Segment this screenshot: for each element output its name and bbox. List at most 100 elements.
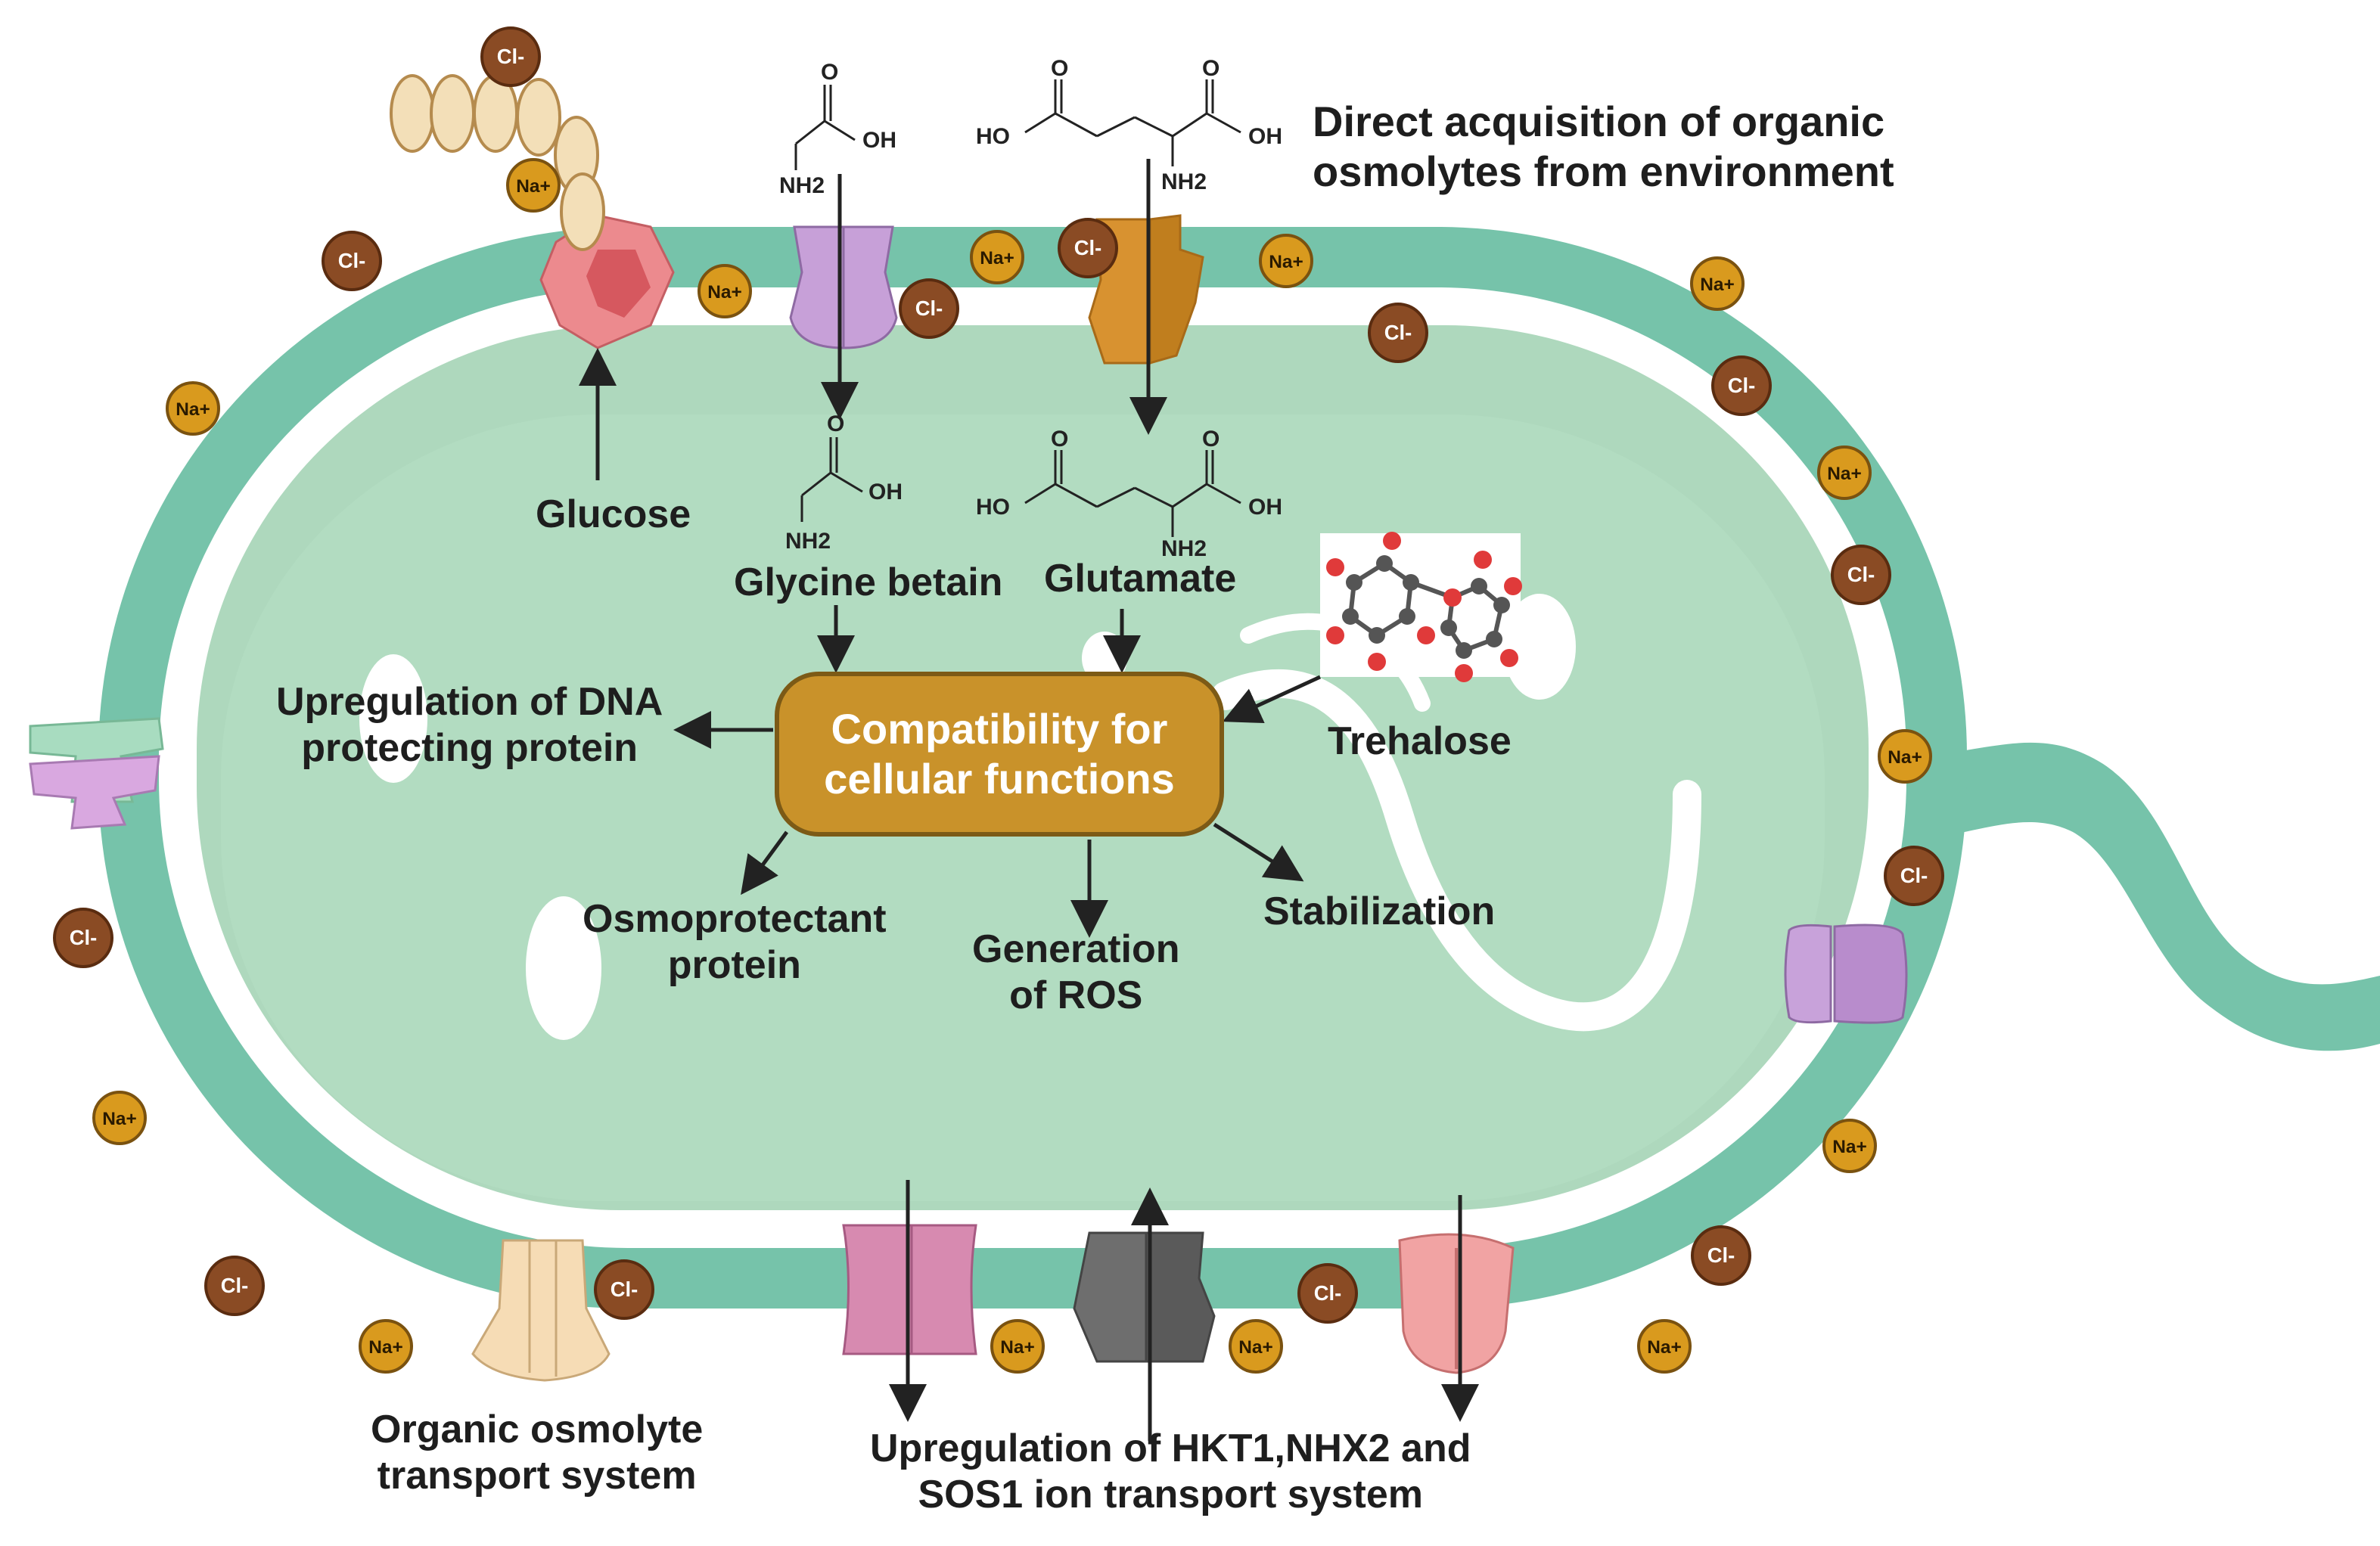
- sodium-ion: Na+: [1878, 729, 1932, 784]
- glucose-label: Glucose: [536, 492, 691, 536]
- sodium-ion: Na+: [1822, 1119, 1877, 1173]
- sodium-ion-text: Na+: [1000, 1337, 1035, 1358]
- chem-nh2-label: NH2: [1161, 169, 1207, 194]
- sodium-ion-text: Na+: [980, 248, 1014, 269]
- chloride-ion: Cl-: [1884, 846, 1944, 906]
- sodium-ion-text: Na+: [516, 176, 551, 197]
- chloride-ion: Cl-: [1058, 218, 1118, 278]
- chloride-ion-text: Cl-: [1707, 1243, 1735, 1267]
- glucose-chain: [390, 74, 605, 251]
- chem-oh-label: OH: [1248, 124, 1282, 149]
- direct-acquisition-label: Direct acquisition of organic osmolytes …: [1313, 98, 1894, 196]
- chem-ho-label: HO: [976, 495, 1010, 520]
- glycine-betaine-channel: [789, 225, 898, 349]
- nhx2-channel: [1073, 1231, 1216, 1363]
- chloride-ion-text: Cl-: [611, 1277, 638, 1301]
- flagellum: [1922, 742, 2380, 1051]
- sodium-ion-text: Na+: [176, 399, 210, 420]
- sodium-ion: Na+: [698, 264, 752, 318]
- arrow-box-to-osmoprotectant: [741, 830, 789, 896]
- sodium-ion: Na+: [1817, 445, 1872, 500]
- chloride-ion: Cl-: [1711, 355, 1772, 416]
- chem-nh2-label: NH2: [785, 529, 831, 554]
- sodium-ion-text: Na+: [1888, 747, 1922, 768]
- chem-o-label: O: [1051, 56, 1068, 81]
- glutamate-structure-outside: [1024, 79, 1241, 166]
- right-membrane-channel: [1784, 924, 1908, 1024]
- organic-osmolyte-transporter: [471, 1239, 611, 1382]
- glutamate-label: Glutamate: [1044, 557, 1237, 601]
- glutamate-structure-inside: [1024, 450, 1241, 537]
- left-membrane-protein: [29, 717, 164, 830]
- granule: [526, 896, 601, 1040]
- chem-oh-label: OH: [862, 128, 896, 153]
- osmoprotectant-label: Osmoprotectant protein: [583, 897, 887, 988]
- glucose-transporter: [539, 214, 675, 349]
- chloride-ion: Cl-: [1368, 303, 1428, 363]
- ros-label: Generation of ROS: [972, 927, 1180, 1018]
- chloride-ion: Cl-: [53, 908, 113, 968]
- sodium-ion-text: Na+: [1832, 1137, 1867, 1157]
- chloride-ion-text: Cl-: [1074, 236, 1101, 259]
- dna-strand: [1211, 669, 1701, 1032]
- chem-oh-label: OH: [868, 480, 903, 504]
- arrow-trehalose-to-box: [1222, 675, 1322, 724]
- chloride-ion: Cl-: [480, 26, 541, 87]
- sodium-ion: Na+: [1637, 1319, 1692, 1374]
- chloride-ion-text: Cl-: [338, 249, 365, 272]
- chloride-ion-text: Cl-: [221, 1274, 248, 1297]
- chem-oh-label: OH: [1248, 495, 1282, 520]
- sodium-ion-text: Na+: [1700, 275, 1735, 295]
- sodium-ion-text: Na+: [1269, 252, 1303, 272]
- organic-transport-label: Organic osmolyte transport system: [371, 1408, 704, 1498]
- arrow-box-to-stabilization: [1213, 822, 1304, 882]
- glycine-betaine-structure-inside: [800, 437, 863, 522]
- chloride-ion-text: Cl-: [70, 926, 97, 949]
- trehalose-label: Trehalose: [1328, 719, 1512, 763]
- sodium-ion: Na+: [1259, 234, 1313, 288]
- chloride-ion: Cl-: [204, 1256, 265, 1316]
- chloride-ion: Cl-: [899, 278, 959, 339]
- sodium-ion: Na+: [1229, 1319, 1283, 1374]
- sodium-ion-text: Na+: [1238, 1337, 1273, 1358]
- glycine-betain-label: Glycine betain: [734, 560, 1003, 604]
- dna-protecting-label: Upregulation of DNA protecting protein: [276, 680, 663, 771]
- ion-transport-label: Upregulation of HKT1,NHX2 and SOS1 ion t…: [870, 1426, 1471, 1517]
- compatibility-box: Compatibility for cellular functions: [775, 672, 1224, 837]
- glycine-betaine-structure-outside: [794, 85, 856, 170]
- sodium-ion-text: Na+: [1647, 1337, 1682, 1358]
- chloride-ion: Cl-: [1691, 1225, 1751, 1286]
- sodium-ion: Na+: [92, 1091, 147, 1145]
- chloride-ion: Cl-: [594, 1259, 654, 1320]
- chloride-ion-text: Cl-: [1847, 563, 1875, 586]
- trehalose-molecule: [1320, 532, 1522, 682]
- granule: [1503, 594, 1576, 700]
- granule: [359, 654, 427, 783]
- chloride-ion-text: Cl-: [1384, 321, 1412, 344]
- chem-o-label: O: [821, 60, 838, 85]
- chloride-ion-text: Cl-: [915, 296, 943, 320]
- chloride-ion: Cl-: [322, 231, 382, 291]
- chloride-ion-text: Cl-: [497, 45, 524, 68]
- chloride-ion: Cl-: [1831, 545, 1891, 605]
- sodium-ion: Na+: [166, 381, 220, 436]
- sodium-ion: Na+: [990, 1319, 1045, 1374]
- chloride-ion-text: Cl-: [1314, 1281, 1341, 1305]
- chloride-ion: Cl-: [1297, 1263, 1358, 1324]
- sodium-ion: Na+: [970, 230, 1024, 284]
- ion-layer: Cl- Cl- Cl- Cl- Cl- Cl- Cl- Cl- Cl- Cl- Cl- Cl- Cl- N…: [53, 26, 1944, 1374]
- compatibility-line-2: cellular functions: [824, 755, 1175, 802]
- chem-o-label: O: [1051, 427, 1068, 452]
- chem-o-label: O: [1202, 427, 1220, 452]
- chem-ho-label: HO: [976, 124, 1010, 149]
- sodium-ion-text: Na+: [368, 1337, 403, 1358]
- chem-o-label: O: [1202, 56, 1220, 81]
- sos1-channel: [1398, 1233, 1515, 1374]
- sodium-ion-text: Na+: [1827, 464, 1862, 484]
- chloride-ion-text: Cl-: [1900, 864, 1928, 887]
- sodium-ion: Na+: [359, 1319, 413, 1374]
- sodium-ion: Na+: [1690, 256, 1745, 311]
- sodium-ion-text: Na+: [707, 282, 742, 303]
- chem-nh2-label: NH2: [779, 173, 825, 198]
- chloride-ion-text: Cl-: [1728, 374, 1755, 397]
